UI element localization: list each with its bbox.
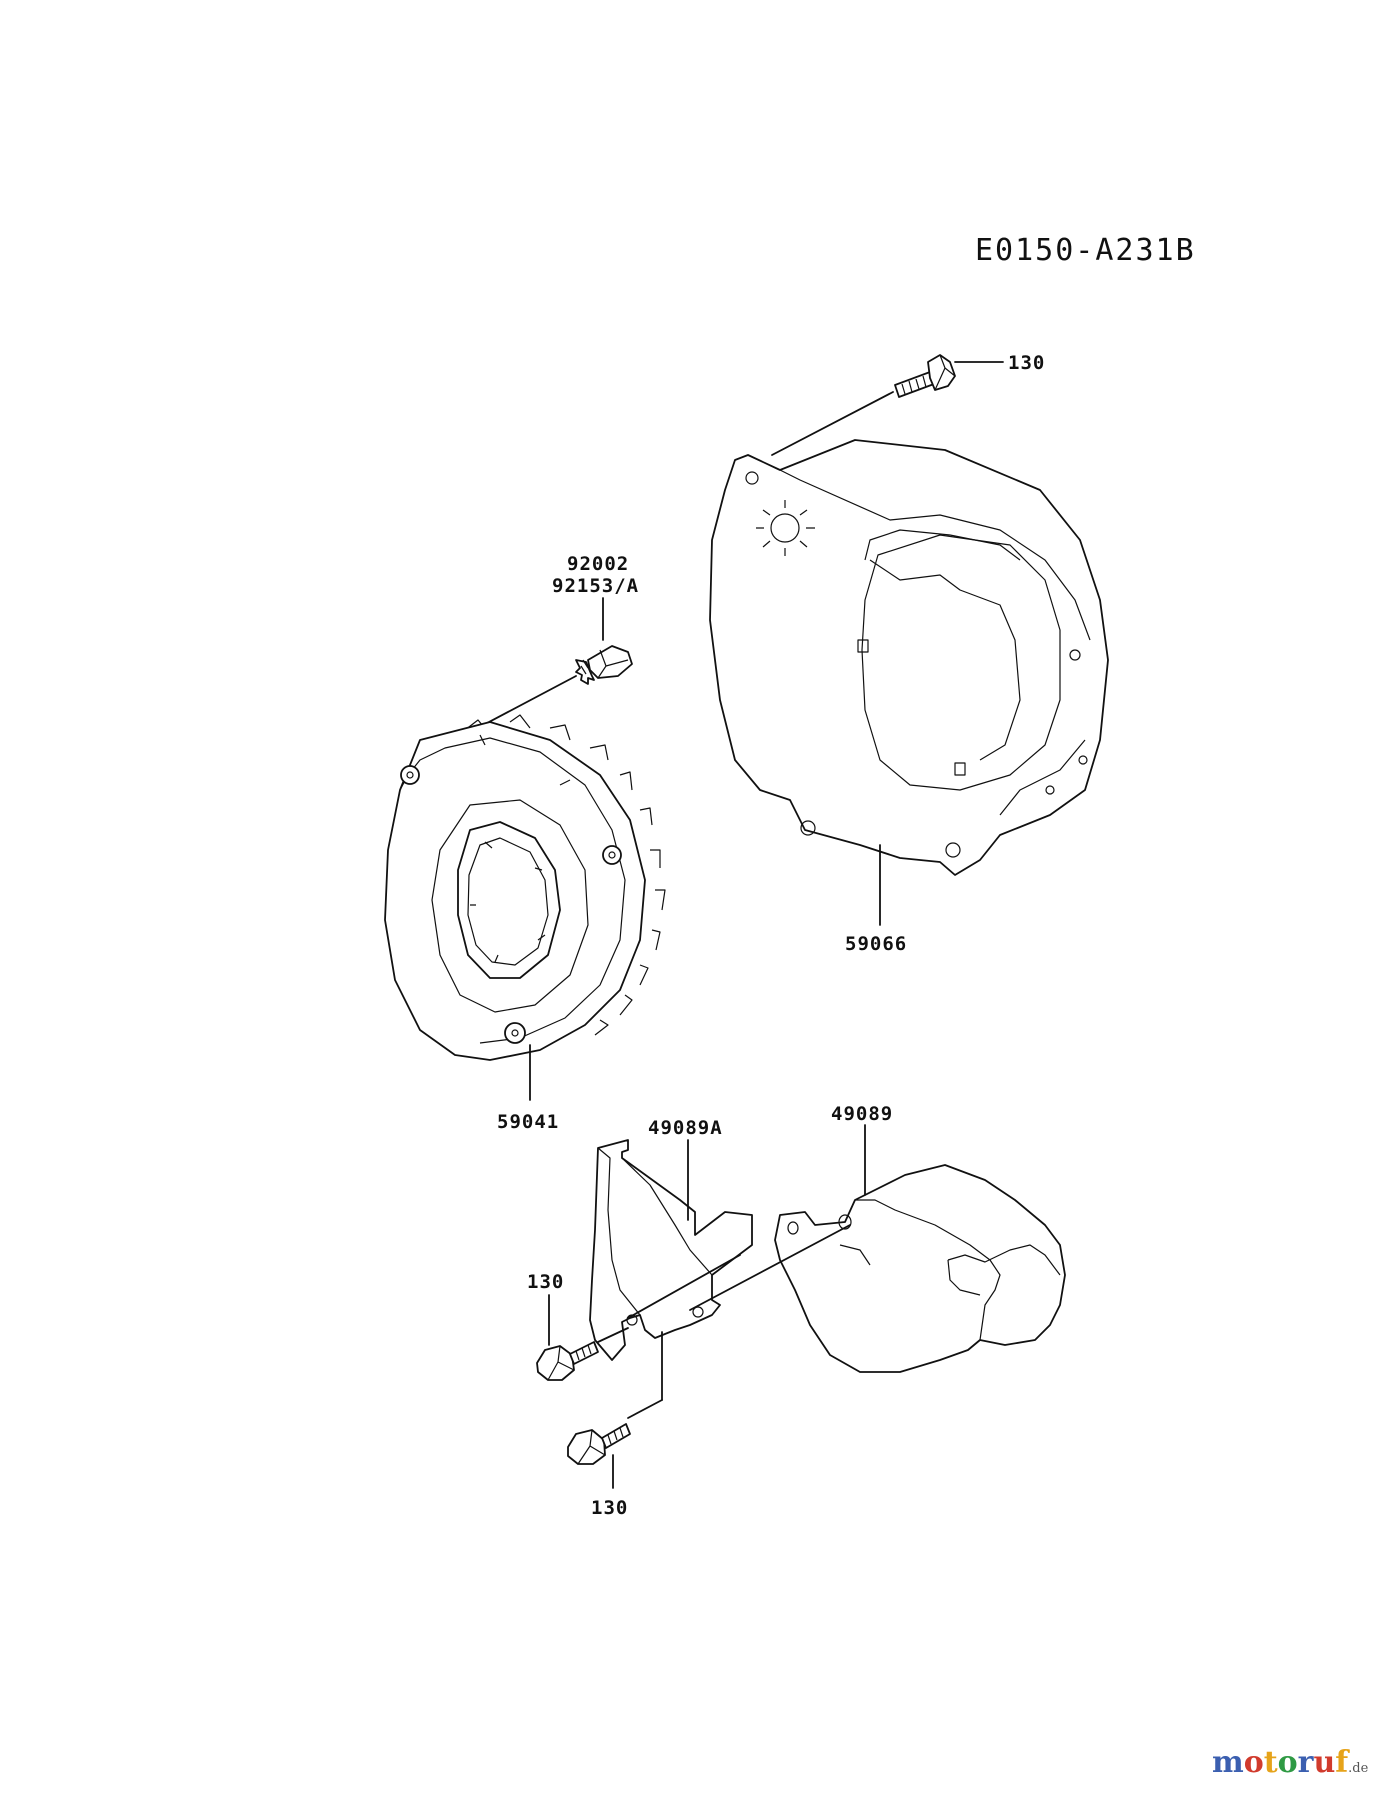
cooling-fan-part[interactable]	[384, 714, 666, 1061]
blower-shroud-part[interactable]	[709, 439, 1109, 876]
bolt-bottom-label: 130	[591, 1497, 628, 1519]
fan-label: 59041	[497, 1111, 559, 1133]
cover-a-label: 49089A	[648, 1117, 723, 1139]
bolt-left-label: 130	[527, 1271, 564, 1293]
cover-49089-part[interactable]	[774, 1164, 1066, 1373]
bolt-bottom-axis-2	[627, 1399, 663, 1419]
bolt-top-part[interactable]	[894, 354, 956, 398]
bolt-top-label: 130	[1008, 352, 1045, 374]
bolt-bottom-part[interactable]	[567, 1423, 631, 1465]
cover-49089a-part[interactable]	[589, 1139, 753, 1361]
cover-axis-upper	[689, 1224, 851, 1311]
bolt-left-axis	[597, 1327, 629, 1343]
bolt-fan-label-1: 92002	[567, 553, 629, 575]
bolt-left-part[interactable]	[536, 1341, 599, 1381]
bolt-fan-part[interactable]	[575, 645, 633, 685]
drawing-number: E0150-A231B	[975, 233, 1196, 268]
bolt-fan-label-2: 92153/A	[552, 575, 639, 597]
watermark-logo: motoruf.de	[1212, 1745, 1369, 1780]
bolt-top-axis	[771, 391, 894, 456]
cover-b-label: 49089	[831, 1103, 893, 1125]
shroud-label: 59066	[845, 933, 907, 955]
cover-axis-lower	[627, 1254, 741, 1319]
